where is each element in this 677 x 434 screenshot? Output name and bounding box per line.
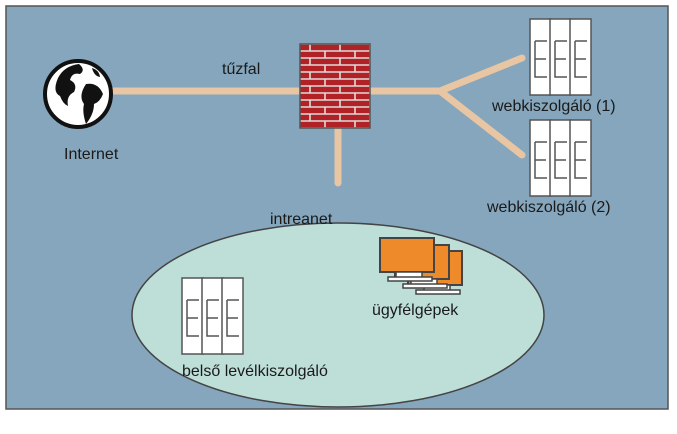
mail-server-label: belső levélkiszolgáló bbox=[182, 363, 328, 380]
globe-icon bbox=[43, 59, 113, 129]
web-server-1-icon bbox=[529, 18, 592, 96]
internet-label: Internet bbox=[64, 146, 119, 163]
web-server-1-label: webkiszolgáló (1) bbox=[491, 98, 616, 115]
firewall-label: tűzfal bbox=[222, 61, 260, 78]
web-server-2-label: webkiszolgáló (2) bbox=[486, 199, 611, 216]
web-server-2-icon bbox=[529, 119, 592, 197]
mail-server-icon bbox=[181, 277, 244, 355]
branch-web-server-1-link bbox=[436, 54, 526, 95]
firewall-icon bbox=[299, 43, 371, 129]
network-links bbox=[92, 54, 526, 187]
intranet-label: intreanet bbox=[270, 211, 333, 228]
clients-label: ügyfélgépek bbox=[372, 302, 459, 319]
branch-web-server-2-link bbox=[436, 87, 526, 159]
